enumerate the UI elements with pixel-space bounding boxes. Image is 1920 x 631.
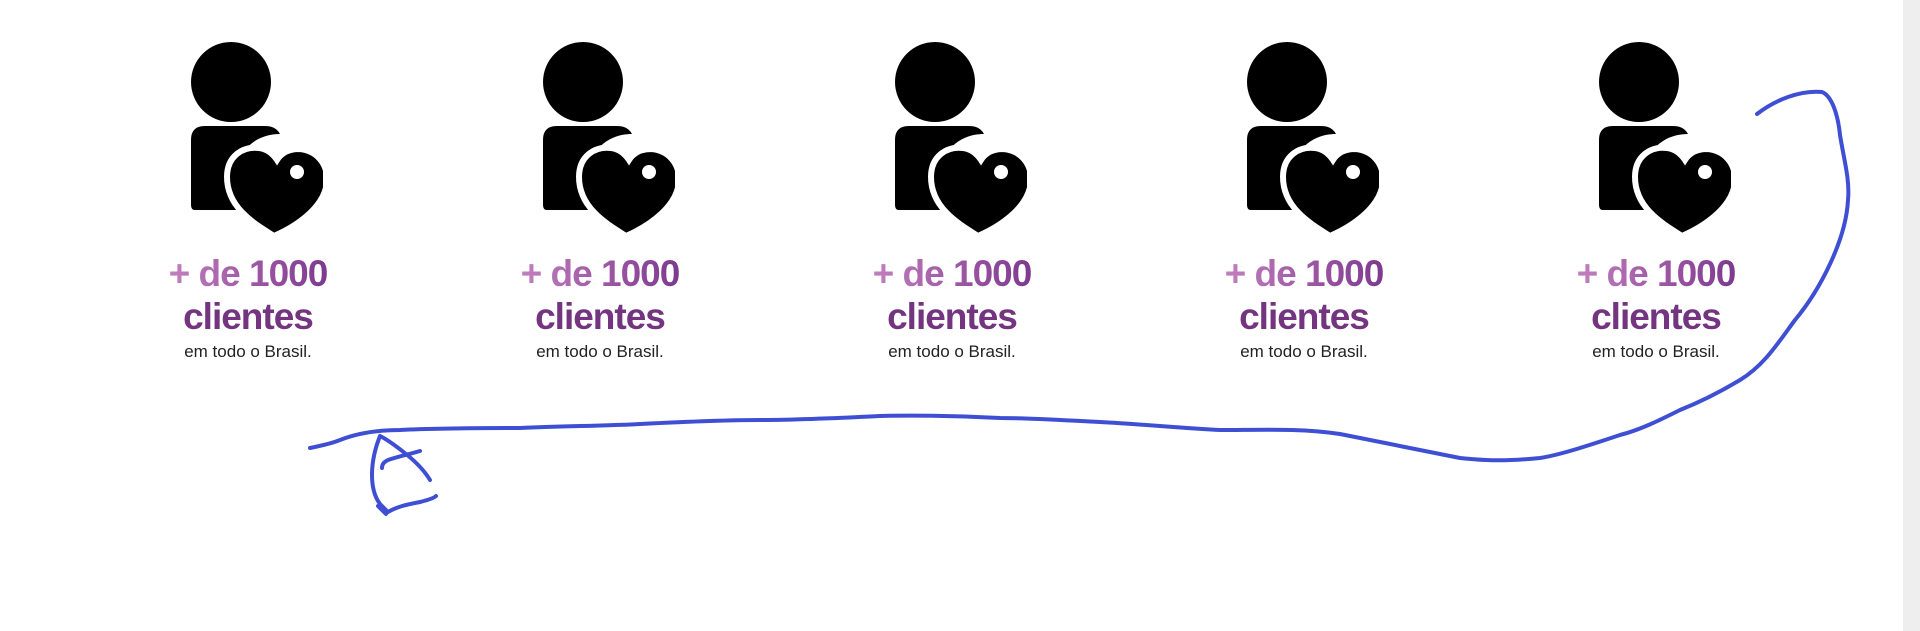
stat-prefix: + de 1000	[872, 253, 1032, 294]
user-heart-icon	[543, 42, 675, 240]
stat-subtitle: em todo o Brasil.	[1240, 342, 1368, 361]
vertical-scrollbar[interactable]	[1903, 0, 1920, 631]
stat-noun: clientes	[887, 296, 1018, 337]
stat-prefix: + de 1000	[1576, 253, 1736, 294]
stat-card: + de 1000 clientes em todo o Brasil.	[450, 42, 750, 362]
stat-card: + de 1000 clientes em todo o Brasil.	[802, 42, 1102, 362]
stat-subtitle: em todo o Brasil.	[888, 342, 1016, 361]
user-heart-icon	[191, 42, 323, 240]
stat-noun: clientes	[1239, 296, 1370, 337]
stat-noun: clientes	[535, 296, 666, 337]
stat-card: + de 1000 clientes em todo o Brasil.	[1506, 42, 1806, 362]
stat-prefix: + de 1000	[520, 253, 680, 294]
stat-prefix: + de 1000	[1224, 253, 1384, 294]
stat-subtitle: em todo o Brasil.	[1592, 342, 1720, 361]
stat-card: + de 1000 clientes em todo o Brasil.	[98, 42, 398, 362]
stat-noun: clientes	[183, 296, 314, 337]
user-heart-icon	[895, 42, 1027, 240]
stat-prefix: + de 1000	[168, 253, 328, 294]
user-heart-icon	[1247, 42, 1379, 240]
stat-noun: clientes	[1591, 296, 1722, 337]
user-heart-icon	[1599, 42, 1731, 240]
stat-card: + de 1000 clientes em todo o Brasil.	[1154, 42, 1454, 362]
stat-subtitle: em todo o Brasil.	[536, 342, 664, 361]
stat-subtitle: em todo o Brasil.	[184, 342, 312, 361]
